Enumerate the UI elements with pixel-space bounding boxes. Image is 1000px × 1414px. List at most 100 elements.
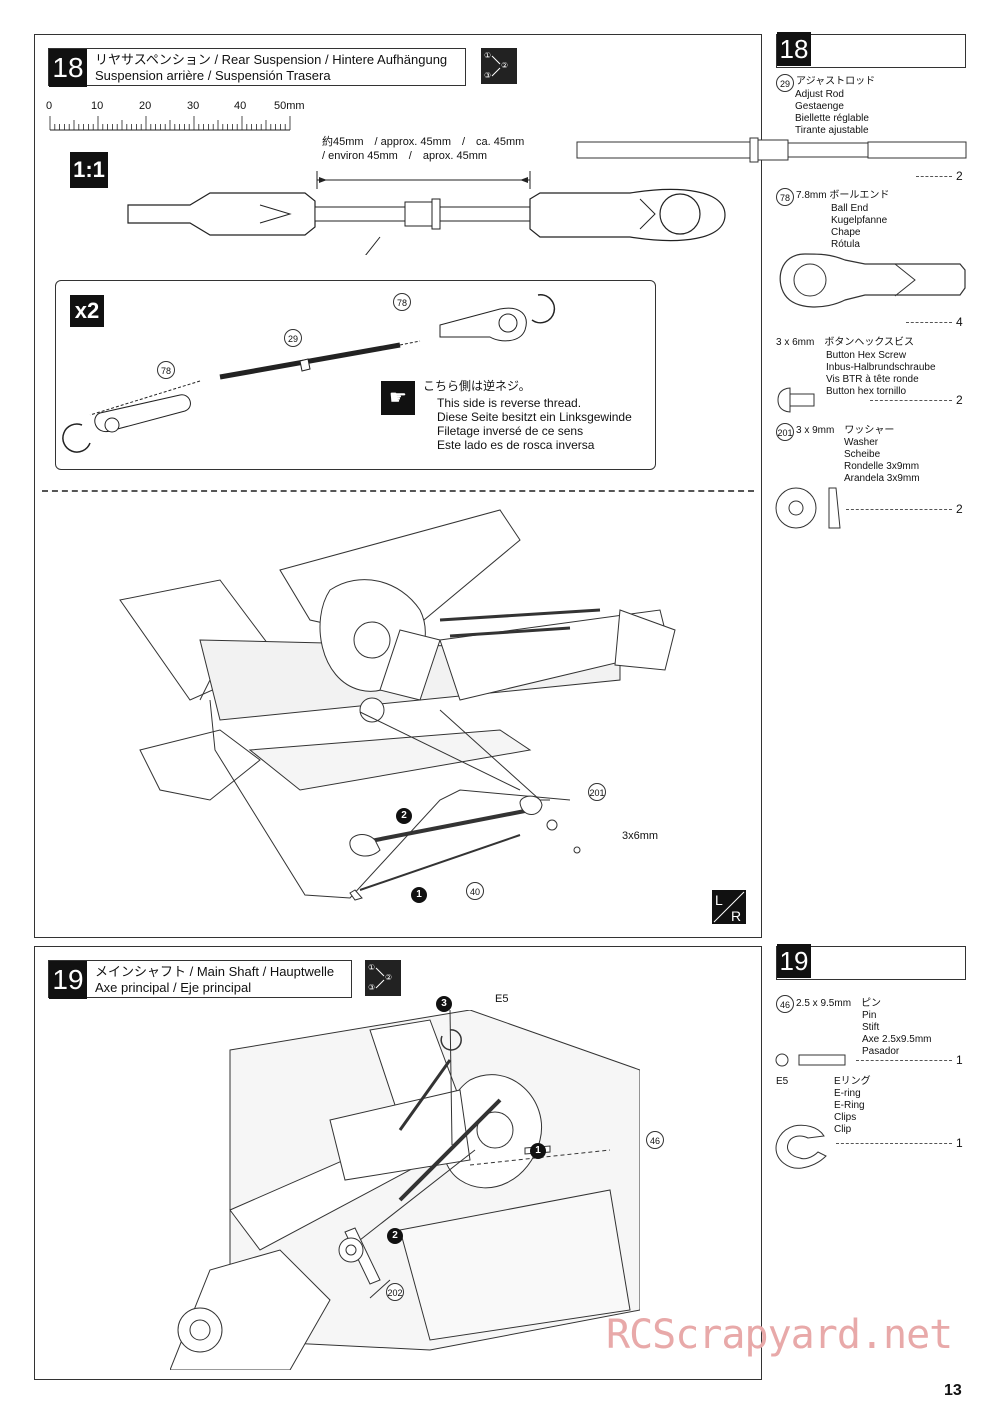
part-29-id: 29 — [776, 74, 794, 92]
rear-suspension-chassis-drawing — [100, 500, 700, 910]
svg-text:①: ① — [368, 963, 375, 972]
svg-text:③: ③ — [484, 71, 491, 80]
part-40-callout: 40 — [466, 882, 484, 900]
ruler — [48, 98, 298, 134]
reverse-thread-jp: こちら側は逆ネジ。 — [423, 379, 531, 393]
adjust-rod-drawing — [575, 130, 970, 170]
parts18-number: 18 — [777, 32, 811, 66]
ball-end-drawing — [775, 250, 970, 312]
part-78-qty: 4 — [956, 315, 963, 329]
section-divider — [42, 490, 754, 492]
e-ring-drawing — [774, 1122, 834, 1172]
ruler-tick-30: 30 — [187, 100, 200, 112]
part-29-callout: 29 — [284, 329, 302, 347]
e-ring-fr: Clips — [834, 1112, 857, 1123]
page-number: 13 — [944, 1382, 962, 1399]
ruler-tick-40: 40 — [234, 100, 247, 112]
ruler-tick-0: 0 — [46, 100, 53, 112]
e-ring-leader — [836, 1143, 952, 1144]
length-label-line1: 約45mm / approx. 45mm / ca. 45mm — [322, 136, 525, 148]
part-78-fr: Chape — [831, 227, 861, 238]
e-ring-en: E-ring — [834, 1088, 861, 1099]
svg-text:②: ② — [501, 61, 508, 70]
part-78-de: Kugelpfanne — [831, 215, 888, 226]
washer-de: Scheibe — [844, 449, 881, 460]
parts18-header: 18 — [776, 32, 966, 68]
pin-jp: 2.5 x 9.5mm ピン — [796, 998, 882, 1009]
screw-fr: Vis BTR à tête ronde — [826, 374, 919, 385]
parts19-header: 19 — [776, 944, 966, 980]
part-78-callout-top: 78 — [393, 293, 411, 311]
e-ring-de: E-Ring — [834, 1100, 865, 1111]
washer-leader — [846, 509, 952, 510]
step18-title-box: 18 リヤサスペンション / Rear Suspension / Hintere… — [48, 48, 466, 87]
pin-qty: 1 — [956, 1053, 963, 1067]
sequence-icon: ① ② ③ — [481, 48, 517, 84]
ruler-tick-20: 20 — [139, 100, 152, 112]
multiplier-badge: x2 — [70, 295, 104, 327]
washer-qty: 2 — [956, 502, 963, 516]
part-78-callout-left: 78 — [157, 361, 175, 379]
washer-en: Washer — [844, 437, 879, 448]
svg-text:②: ② — [385, 973, 392, 982]
step19-bullet-3: 3 — [436, 996, 452, 1012]
e-ring-qty: 1 — [956, 1136, 963, 1150]
svg-text:R: R — [731, 908, 741, 924]
reverse-thread-en: This side is reverse thread. — [437, 396, 582, 410]
part-78-jp: 7.8mm ボールエンド — [796, 190, 890, 201]
rod-assembly-full-size — [120, 165, 730, 255]
washer-es: Arandela 3x9mm — [844, 473, 920, 484]
washer-drawing — [774, 484, 844, 534]
step19-number: 19 — [49, 961, 87, 999]
e-ring-es: Clip — [834, 1124, 852, 1135]
step19-bullet-2: 2 — [387, 1228, 403, 1244]
scale-badge: 1:1 — [70, 152, 108, 188]
pin-en: Pin — [862, 1010, 877, 1021]
svg-text:①: ① — [484, 51, 491, 60]
part-29-en: Adjust Rod — [795, 89, 844, 100]
step18-title-line1: リヤサスペンション / Rear Suspension / Hintere Au… — [95, 52, 448, 67]
ruler-tick-10: 10 — [91, 100, 104, 112]
part-29-jp: アジャストロッド — [796, 76, 876, 87]
part-46-callout: 46 — [646, 1131, 664, 1149]
pin-es: Pasador — [862, 1046, 900, 1057]
screw-3x6mm-label: 3x6mm — [622, 830, 659, 842]
button-hex-screw-drawing — [776, 386, 816, 414]
e-ring-id: E5 — [776, 1076, 789, 1087]
pin-leader — [856, 1060, 952, 1061]
ruler-tick-50mm: 50mm — [274, 100, 305, 112]
part-202-callout: 202 — [386, 1283, 404, 1301]
pin-drawing — [774, 1050, 854, 1070]
pin-fr: Axe 2.5x9.5mm — [862, 1034, 932, 1045]
part-46-id: 46 — [776, 995, 794, 1013]
parts19-number: 19 — [777, 944, 811, 978]
washer-fr: Rondelle 3x9mm — [844, 461, 920, 472]
pin-de: Stift — [862, 1022, 880, 1033]
step18-bullet-2: 2 — [396, 808, 412, 824]
step18-bullet-1: 1 — [411, 887, 427, 903]
step18-panel — [34, 34, 762, 938]
part-29-es: Tirante ajustable — [795, 125, 869, 136]
part-78-id: 78 — [776, 188, 794, 206]
reverse-thread-fr: Filetage inversé de ce sens — [437, 424, 584, 438]
screw-qty: 2 — [956, 393, 963, 407]
part-201-callout: 201 — [588, 783, 606, 801]
part-78-leader — [906, 322, 952, 323]
part-29-qty: 2 — [956, 169, 963, 183]
svg-text:③: ③ — [368, 983, 375, 992]
part-201-id: 201 — [776, 423, 794, 441]
part-78-en: Ball End — [831, 203, 869, 214]
rod-exploded-box — [55, 280, 656, 470]
step19-bullet-1: 1 — [530, 1143, 546, 1159]
part-29-de: Gestaenge — [795, 101, 844, 112]
step18-number: 18 — [49, 49, 87, 87]
main-shaft-chassis-drawing — [170, 1010, 640, 1370]
e5-label: E5 — [495, 993, 509, 1005]
svg-text:L: L — [715, 892, 723, 908]
screw-es: Button hex tornillo — [826, 386, 907, 397]
sequence-icon-19: ① ② ③ — [365, 960, 401, 996]
step19-title-box: 19 メインシャフト / Main Shaft / Hauptwelle Axe… — [48, 960, 352, 999]
washer-jp: 3 x 9mm ワッシャー — [796, 425, 895, 436]
screw-de: Inbus-Halbrundschraube — [826, 362, 936, 373]
